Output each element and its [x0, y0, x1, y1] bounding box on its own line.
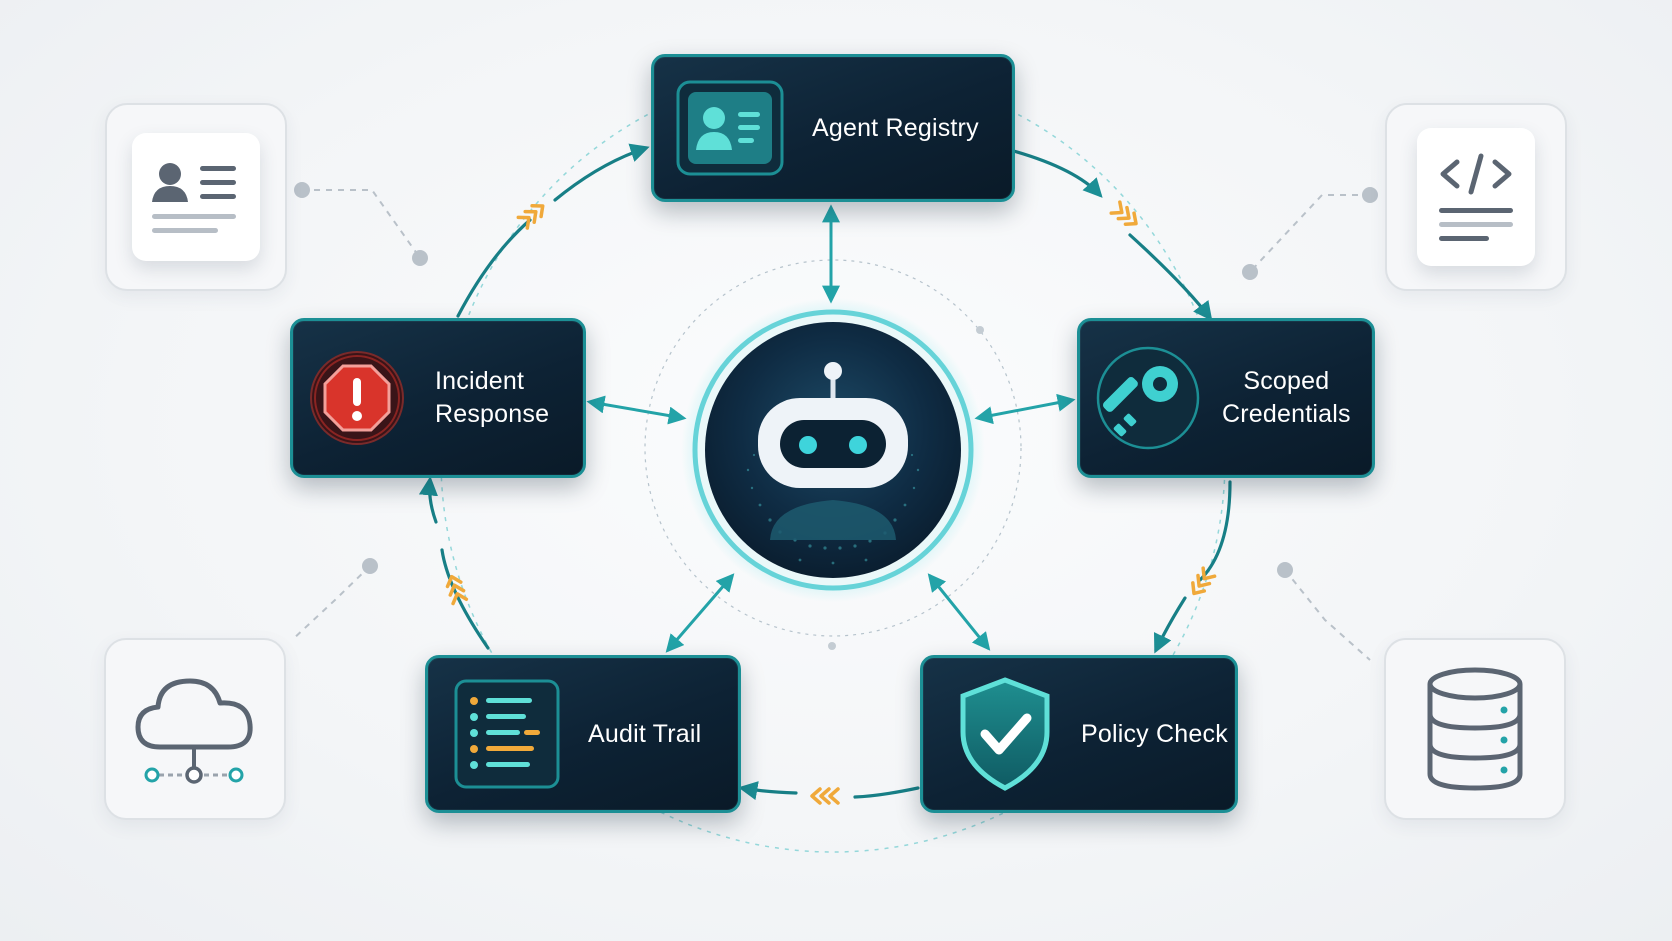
cloud-network-icon [135, 678, 253, 784]
arc-registry-to-credentials [1008, 148, 1103, 198]
ring-dot [828, 642, 836, 650]
node-agent-registry[interactable]: Agent Registry [651, 54, 1015, 202]
side-card-inner [1417, 128, 1535, 266]
hub-spokes [586, 204, 1076, 653]
arc-incident-to-registry [456, 218, 532, 318]
arc-credentials-to-policy-2 [1153, 596, 1187, 654]
robot-icon [758, 362, 908, 540]
side-card-cloud [104, 638, 286, 820]
node-label: Policy Check [1081, 719, 1228, 748]
node-policy-check[interactable]: Policy Check [920, 655, 1238, 813]
side-card-database [1384, 638, 1566, 820]
chevron-group [810, 787, 840, 805]
side-card-identity [105, 103, 287, 291]
code-file-icon [1439, 153, 1513, 241]
arc-audit-to-incident-2 [418, 476, 439, 524]
side-card-code [1385, 103, 1567, 291]
node-label: Incident Response [435, 367, 550, 428]
node-label: Audit Trail [588, 719, 702, 748]
hub [681, 298, 985, 602]
side-connectors [291, 189, 1371, 661]
hub-particles [746, 453, 920, 565]
arc-registry-to-credentials-2 [1128, 233, 1213, 322]
node-label: Agent Registry [812, 113, 979, 142]
chevron-group [1109, 200, 1138, 226]
database-icon [1427, 667, 1523, 791]
node-audit-trail[interactable]: Audit Trail [425, 655, 741, 813]
profile-card-icon [152, 163, 236, 233]
node-label: Scoped Credentials [1222, 367, 1351, 428]
alert-octagon-icon [310, 351, 404, 445]
cycle-arcs [418, 143, 1232, 801]
arc-policy-to-audit [853, 786, 920, 799]
spoke-credentials [974, 393, 1076, 425]
node-scoped-credentials[interactable]: Scoped Credentials [1077, 318, 1375, 478]
side-connector-dots [294, 182, 1378, 578]
log-list-icon [454, 679, 560, 789]
arc-credentials-to-policy [1198, 480, 1232, 582]
side-card-inner [132, 133, 260, 261]
ring-dot [976, 326, 984, 334]
key-icon [1096, 346, 1200, 450]
node-incident-response[interactable]: Incident Response [290, 318, 586, 478]
spoke-audit [665, 573, 735, 653]
shield-check-icon [960, 677, 1050, 791]
chevron-group [516, 204, 545, 230]
id-card-icon [676, 80, 784, 176]
flow-chevrons [445, 200, 1217, 805]
chevron-group [1191, 566, 1217, 596]
chevron-group [445, 574, 469, 606]
arc-incident-to-registry-2 [553, 143, 650, 202]
arc-policy-to-audit-2 [738, 781, 798, 801]
spoke-incident [586, 395, 687, 425]
spoke-policy [927, 573, 991, 651]
